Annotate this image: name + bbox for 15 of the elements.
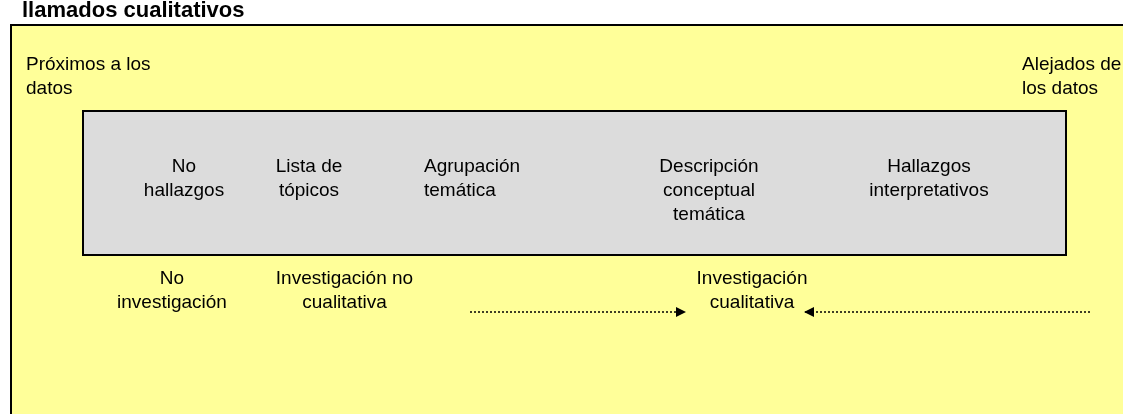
text-label: No hallazgos: [134, 154, 234, 202]
text-label: Alejados de los datos: [1022, 52, 1122, 100]
title: llamados cualitativos: [22, 0, 245, 22]
text-label: Hallazgos interpretativos: [829, 154, 1029, 202]
text-label: Descripción conceptual temática: [629, 154, 789, 226]
text-label: Investigación cualitativa: [672, 266, 832, 314]
scale-band: [82, 110, 1067, 256]
text-label: Investigación no cualitativa: [257, 266, 432, 314]
text-label: Lista de tópicos: [254, 154, 364, 202]
text-label: No investigación: [112, 266, 232, 314]
text-label: Próximos a los datos: [26, 52, 166, 100]
arrow: [469, 307, 686, 317]
arrow: [804, 307, 1091, 317]
panel-background: [10, 24, 1123, 414]
text-label: Agrupación temática: [424, 154, 574, 202]
